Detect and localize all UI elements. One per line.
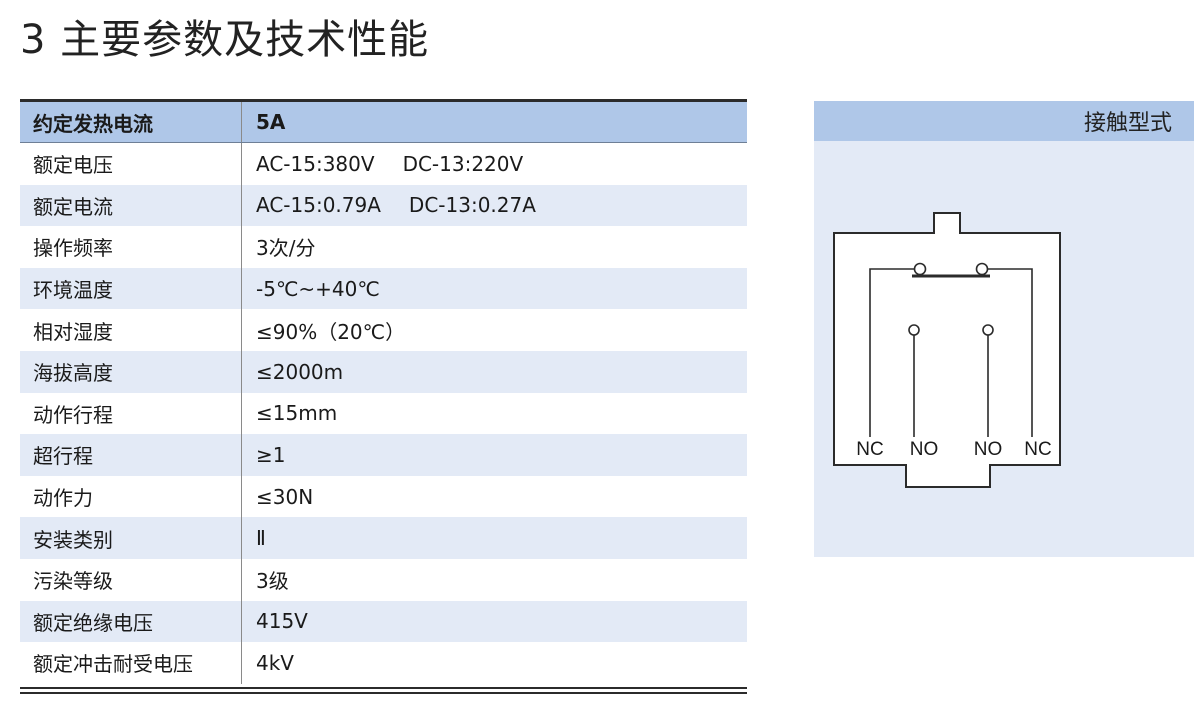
table-row: 额定电压 AC-15:380V DC-13:220V [20,143,747,185]
row-label: 相对湿度 [20,309,242,351]
row-value: ≥1 [256,442,286,467]
row-label: 额定电压 [20,143,242,185]
table-row: 环境温度 -5℃~+40℃ [20,267,747,310]
row-value: 4kV [256,650,294,675]
row-label: 海拔高度 [20,350,242,393]
header-label: 约定发热电流 [20,102,242,142]
terminal-label-no-right: NO [974,439,1003,460]
contact-type-panel: 接触型式 NC NO NO NC [814,101,1194,557]
page-title: 3 主要参数及技术性能 [20,17,430,63]
no-contact-right [982,324,994,336]
row-label: 额定冲击耐受电压 [20,642,242,684]
row-value: AC-15:380V DC-13:220V [242,143,747,185]
row-value: ≤30N [256,484,314,509]
table-row: 额定冲击耐受电压 4kV [20,642,747,684]
row-value: 3级 [256,569,289,594]
no-contact-left [908,324,920,336]
row-label: 环境温度 [20,267,242,310]
table-row: 操作频率 3次/分 [20,226,747,268]
table-row: 动作力 ≤30N [20,475,747,518]
row-value: ≤2000m [256,359,344,384]
nc-circuit-line [869,268,1033,437]
table-row: 海拔高度 ≤2000m [20,350,747,393]
contact-type-title: 接触型式 [814,101,1194,141]
header-value: 5A [256,110,286,134]
terminal-label-no-left: NO [910,439,939,460]
switch-body-outline [833,212,1061,488]
rated-current-ac: AC-15:0.79A [256,193,381,218]
table-bottom-rule [20,691,747,694]
rated-voltage-ac: AC-15:380V [256,151,375,176]
row-value: ≤90%（20℃） [256,319,406,344]
row-label: 动作行程 [20,392,242,435]
terminal-label-nc-left: NC [856,439,883,460]
table-row: 额定绝缘电压 415V [20,600,747,643]
table-row: 超行程 ≥1 [20,434,747,476]
row-label: 超行程 [20,434,242,476]
table-row: 污染等级 3级 [20,558,747,601]
row-value: 3次/分 [256,236,316,261]
row-value: ≤15mm [256,401,338,426]
table-bottom-rule [20,686,747,689]
row-label: 污染等级 [20,558,242,601]
contact-diagram: NC NO NO NC [833,212,1061,488]
row-value: -5℃~+40℃ [256,276,380,301]
row-label: 动作力 [20,475,242,518]
table-row: 安装类别 Ⅱ [20,517,747,559]
table-row: 动作行程 ≤15mm [20,392,747,435]
row-value: 415V [256,609,308,634]
rated-voltage-dc: DC-13:220V [402,151,524,176]
terminal-label-nc-right: NC [1024,439,1051,460]
row-label: 安装类别 [20,517,242,559]
nc-contact-left [913,262,927,276]
row-value: Ⅱ [256,526,266,551]
row-value: AC-15:0.79A DC-13:0.27A [242,185,747,227]
spec-table: 约定发热电流 5A 额定电压 AC-15:380V DC-13:220V 额定电… [20,99,747,694]
table-row: 相对湿度 ≤90%（20℃） [20,309,747,351]
row-label: 操作频率 [20,226,242,268]
rated-current-dc: DC-13:0.27A [408,193,536,218]
row-label: 额定电流 [20,184,242,227]
row-label: 额定绝缘电压 [20,600,242,643]
nc-contact-right [975,262,989,276]
spec-table-header: 约定发热电流 5A [20,102,747,143]
table-row: 额定电流 AC-15:0.79A DC-13:0.27A [20,184,747,227]
